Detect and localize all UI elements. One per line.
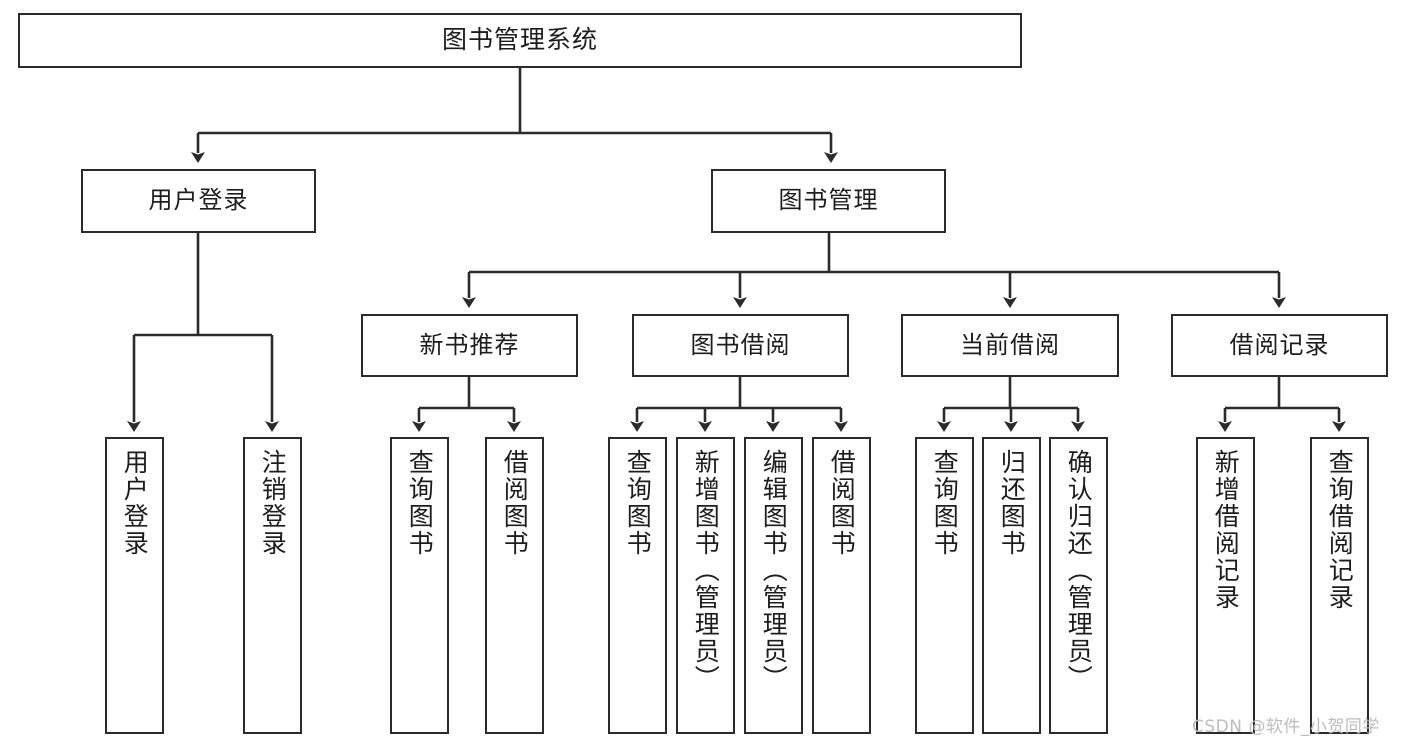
leaf-current-borrow-return-book[interactable]: 归还图书 [982,437,1041,734]
node-label: 图书管理系统 [441,25,598,55]
node-label: 查询图书 [930,449,960,557]
node-label: 查询借阅记录 [1325,449,1355,611]
node-label: 当前借阅 [960,330,1060,359]
node-label: 图书管理 [778,186,879,215]
leaf-book-borrow-add-book-admin[interactable]: 新增图书（管理员） [676,437,735,734]
node-label: 查询图书 [623,449,653,557]
node-label: 归还图书 [997,449,1027,557]
leaf-current-borrow-confirm-return-admin[interactable]: 确认归还（管理员） [1049,437,1108,734]
node-current-borrow[interactable]: 当前借阅 [901,314,1119,377]
leaf-current-borrow-query-book[interactable]: 查询图书 [915,437,974,734]
node-label: 确认归还（管理员） [1064,449,1094,692]
node-label: 图书借阅 [690,330,791,359]
node-label: 新书推荐 [419,330,520,359]
leaf-book-borrow-query-book[interactable]: 查询图书 [608,437,667,734]
node-label: 注销登录 [258,449,288,557]
node-label: 新增图书（管理员） [691,449,721,692]
leaf-user-login-login[interactable]: 用户登录 [105,437,164,734]
leaf-user-login-logout[interactable]: 注销登录 [243,437,302,734]
leaf-borrow-record-add-record[interactable]: 新增借阅记录 [1196,437,1255,734]
node-root-book-management-system[interactable]: 图书管理系统 [18,13,1022,68]
node-label: 查询图书 [405,449,435,557]
node-user-login[interactable]: 用户登录 [81,169,316,233]
node-label: 编辑图书（管理员） [759,449,789,692]
node-label: 借阅图书 [500,449,530,557]
node-label: 借阅记录 [1229,330,1330,359]
leaf-new-book-borrow-book[interactable]: 借阅图书 [485,437,544,734]
leaf-book-borrow-borrow-book[interactable]: 借阅图书 [812,437,871,734]
node-label: 新增借阅记录 [1211,449,1241,611]
node-borrow-record[interactable]: 借阅记录 [1171,314,1388,377]
node-label: 用户登录 [148,186,249,215]
node-label: 用户登录 [120,449,150,557]
node-new-book-recommend[interactable]: 新书推荐 [361,314,578,377]
node-book-borrow[interactable]: 图书借阅 [632,314,849,377]
node-label: 借阅图书 [827,449,857,557]
node-book-management[interactable]: 图书管理 [711,169,946,233]
leaf-new-book-query-book[interactable]: 查询图书 [390,437,449,734]
leaf-borrow-record-query-record[interactable]: 查询借阅记录 [1310,437,1369,734]
leaf-book-borrow-edit-book-admin[interactable]: 编辑图书（管理员） [744,437,803,734]
